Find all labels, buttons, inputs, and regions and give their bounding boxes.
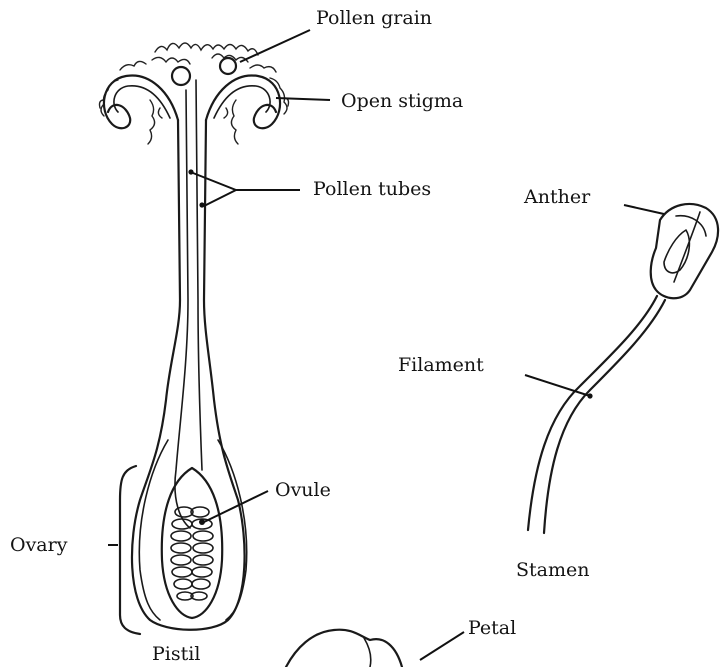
- petal-fold: [364, 638, 371, 667]
- label-filament: Filament: [398, 354, 484, 376]
- label-ovule: Ovule: [275, 479, 331, 501]
- ovary-bracket: [120, 466, 140, 634]
- label-anther: Anther: [523, 186, 591, 208]
- stamen-drawing: [528, 204, 718, 533]
- label-ovary: Ovary: [10, 534, 68, 556]
- label-petal: Petal: [468, 617, 516, 639]
- petal-drawing: [286, 630, 402, 667]
- label-pistil: Pistil: [152, 643, 200, 665]
- label-pollen-tubes: Pollen tubes: [313, 178, 431, 200]
- pistil-drawing: [100, 43, 289, 630]
- label-stamen: Stamen: [516, 559, 589, 581]
- label-open-stigma: Open stigma: [341, 90, 463, 112]
- label-pollen-grain: Pollen grain: [316, 7, 432, 29]
